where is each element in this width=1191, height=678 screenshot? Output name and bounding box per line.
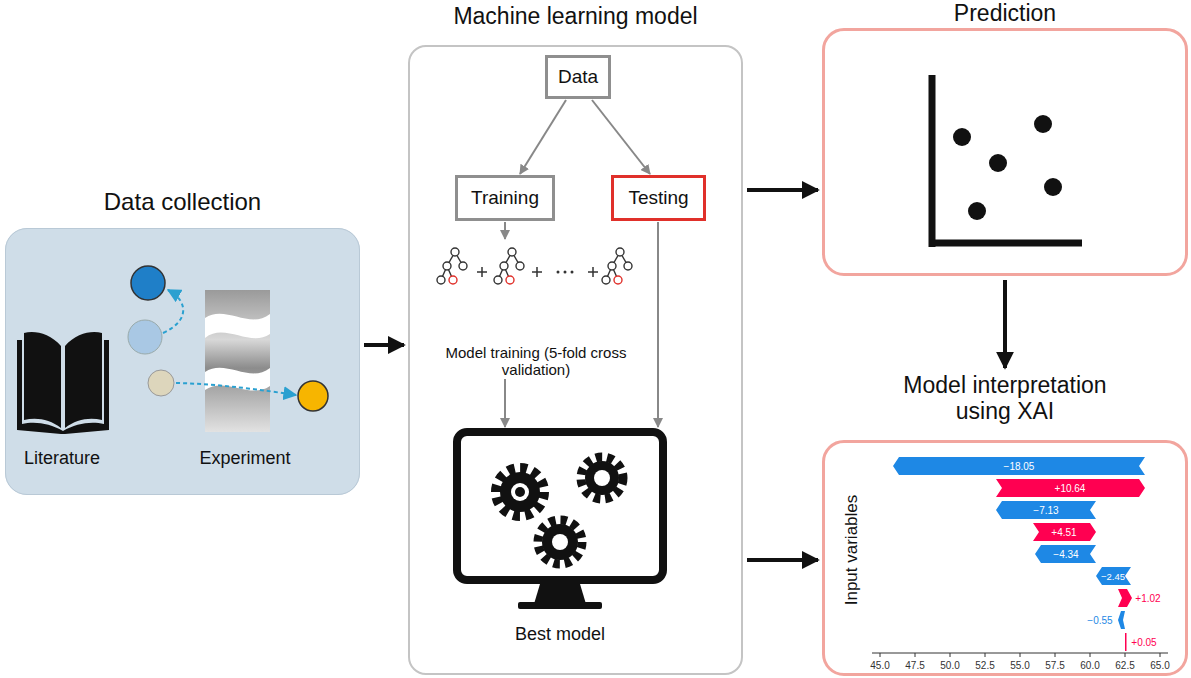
book-icon (17, 332, 109, 434)
prediction-panel: Prediction (822, 0, 1188, 276)
panel-ground (5, 228, 360, 495)
flow-arrow (592, 100, 650, 174)
sample-dot (131, 266, 165, 300)
flow-arrow (1003, 280, 1007, 368)
chromatography-column (205, 290, 270, 432)
flow-arrow (747, 558, 818, 562)
best-model: Best model (452, 428, 668, 645)
tick-label: 65.0 (1150, 660, 1169, 671)
process-box: Data (545, 55, 611, 99)
tick-label: 60.0 (1080, 660, 1099, 671)
tick-label: 50.0 (940, 660, 959, 671)
shap-value: −7.13 (1033, 505, 1058, 516)
shap-value: +0.05 (1131, 637, 1156, 648)
waterfall-chart (872, 457, 1168, 657)
tick-label: 55.0 (1010, 660, 1029, 671)
panel-title: Machine learning model (408, 3, 743, 29)
panel-title: Model interpretation using XAI (880, 372, 1130, 425)
shap-value: +4.51 (1051, 527, 1076, 538)
flow-arrow (364, 343, 404, 347)
process-box: Training (455, 175, 555, 221)
flow-arrow (504, 222, 506, 239)
process-box: Testing (611, 175, 706, 221)
step-caption: Model training (5-fold cross validation) (432, 344, 640, 379)
box-label: Training (471, 187, 539, 209)
tick-label: 57.5 (1045, 660, 1064, 671)
tick-label: 52.5 (975, 660, 994, 671)
shap-value: +1.02 (1135, 593, 1160, 604)
monitor-icon (457, 432, 663, 609)
tree-ensemble (437, 248, 632, 284)
dashed-path (163, 290, 183, 333)
shap-value: −18.05 (1004, 461, 1035, 472)
sample-dot (298, 381, 328, 411)
panel-frame (822, 28, 1188, 276)
shap-value: −0.55 (1087, 615, 1112, 626)
box-label: Data (558, 66, 598, 88)
step-caption: Best model (452, 624, 668, 645)
shap-value: −2.45 (1101, 571, 1125, 582)
panel-title: Prediction (822, 0, 1188, 26)
dashed-path (176, 383, 296, 395)
sample-dot (148, 370, 174, 396)
box-label: Testing (628, 187, 688, 209)
tick-label: 62.5 (1115, 660, 1134, 671)
training-step: Model training (5-fold cross validation) (432, 240, 640, 378)
xai-panel: Model interpretation using XAI (822, 372, 1188, 676)
tick-label: 47.5 (905, 660, 924, 671)
flow-arrow (520, 100, 566, 174)
source-label: Experiment (199, 448, 290, 469)
shap-value: +10.64 (1055, 483, 1086, 494)
scatter-plot (929, 75, 1082, 247)
shap-value: −4.34 (1053, 549, 1078, 560)
flow-arrow (657, 222, 659, 427)
source-label: Literature (24, 448, 100, 469)
tick-label: 45.0 (870, 660, 889, 671)
flow-arrow (504, 379, 506, 427)
sample-dot (128, 320, 162, 354)
flow-arrow (747, 188, 818, 192)
panel-title: Data collection (5, 188, 360, 216)
model-panel: Machine learning modelDataTraining Testin… (408, 3, 743, 675)
axis-title: Input variables (842, 495, 862, 606)
